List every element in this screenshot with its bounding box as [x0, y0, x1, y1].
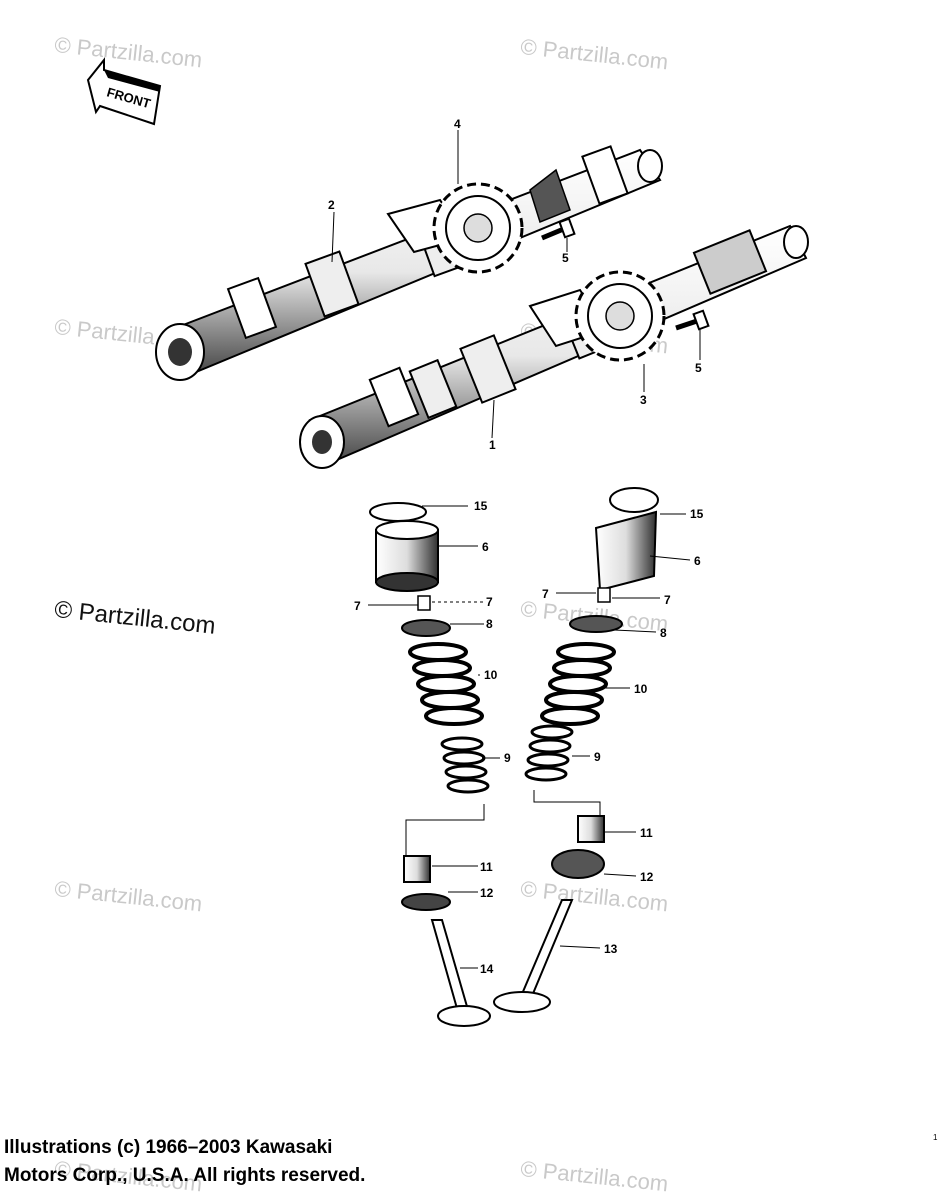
copyright-notice: Illustrations (c) 1966–2003 Kawasaki Mot…	[4, 1134, 365, 1190]
callout-7-left-b: 7	[486, 595, 493, 609]
callout-10-left: 10	[484, 668, 498, 682]
callout-12-right: 12	[640, 870, 654, 884]
callout-1: 1	[489, 438, 496, 452]
front-arrow-icon: FRONT	[86, 57, 162, 126]
callout-9-left: 9	[504, 751, 511, 765]
callout-7-right-b: 7	[664, 593, 671, 607]
callout-6-right: 6	[694, 554, 701, 568]
callout-5-upper: 5	[562, 251, 569, 265]
callout-15-right: 15	[690, 507, 704, 521]
copyright-line-2: Motors Corp., U.S.A. All rights reserved…	[4, 1165, 366, 1186]
bolt-upper	[541, 217, 576, 241]
callout-11-right: 11	[640, 826, 653, 840]
callout-5-lower: 5	[695, 361, 702, 375]
callout-10-right: 10	[634, 682, 648, 696]
callout-2: 2	[328, 198, 335, 212]
page-number: 1	[933, 1133, 938, 1142]
copyright-line-1: Illustrations (c) 1966–2003 Kawasaki	[4, 1137, 333, 1158]
sprocket-lower	[574, 270, 666, 362]
callout-9-right: 9	[594, 750, 601, 764]
sprocket-upper	[432, 168, 571, 274]
bolt-lower	[675, 309, 710, 331]
callout-8-right: 8	[660, 626, 667, 640]
leader-lines	[331, 130, 701, 969]
callout-8-left: 8	[486, 617, 493, 631]
valve-assembly-left	[369, 502, 491, 1027]
callout-4: 4	[454, 117, 461, 131]
callout-11-left: 11	[480, 860, 493, 874]
callout-7-right-a: 7	[542, 587, 549, 601]
callout-3: 3	[640, 393, 647, 407]
callout-14: 14	[480, 962, 494, 976]
callout-7-left-a: 7	[354, 599, 361, 613]
callout-12-left: 12	[480, 886, 494, 900]
callout-15-left: 15	[474, 499, 488, 513]
valve-assembly-right	[493, 487, 659, 1013]
callout-13: 13	[604, 942, 618, 956]
callout-6-left: 6	[482, 540, 489, 554]
